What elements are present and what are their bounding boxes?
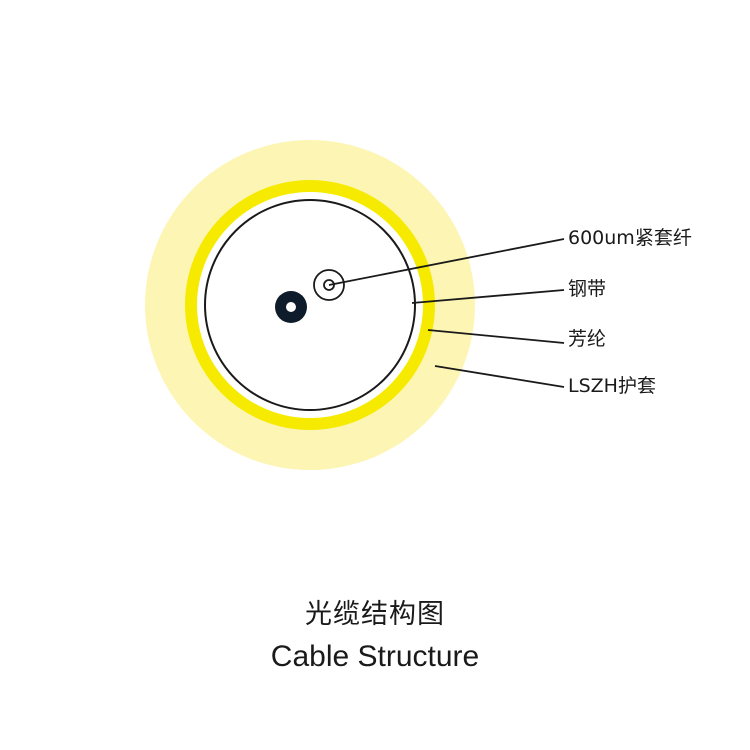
label-aramid: 芳纶 [568, 328, 607, 350]
dark-fiber-core [286, 302, 296, 312]
leader-line-jacket [434, 365, 565, 388]
label-tight-buffered-fiber: 600um紧套纤 [568, 227, 692, 249]
caption-english: Cable Structure [270, 640, 480, 673]
label-steel-tape: 钢带 [568, 278, 607, 300]
inner-tube-outline [204, 199, 416, 411]
label-lszh-jacket: LSZH护套 [568, 375, 656, 397]
leader-line-aramid [427, 329, 565, 344]
caption-chinese: 光缆结构图 [305, 599, 445, 630]
leader-line-steel-tape [411, 289, 565, 304]
leader-line-fiber [328, 238, 565, 286]
